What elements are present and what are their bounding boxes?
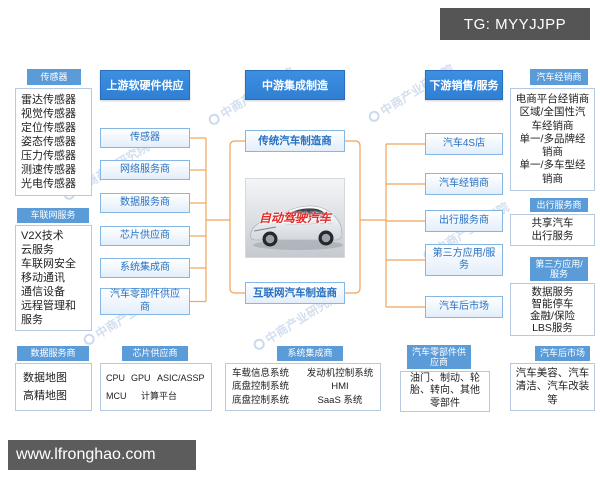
upstream-item-data: 数据服务商	[100, 193, 190, 213]
system-item: HMI	[331, 381, 349, 393]
iov-panel: V2X技术 云服务 车联网安全 移动通讯 通信设备 远程管理和 服务	[15, 225, 92, 331]
sensors-panel: 雷达传感器 视觉传感器 定位传感器 姿态传感器 压力传感器 测速传感器 光电传感…	[15, 88, 92, 196]
data-panel: 数据地图 高精地图	[15, 363, 92, 411]
upstream-connectors	[190, 137, 245, 303]
parts-text: 油门、制动、轮 胎、转向、其他 零部件	[410, 372, 480, 409]
sensor-item: 视觉传感器	[21, 108, 76, 120]
sensor-item: 雷达传感器	[21, 94, 76, 106]
dealer-item: 电商平台经销商	[515, 92, 590, 105]
mobility-panel: 共享汽车 出行服务	[510, 214, 595, 246]
system-item: 车载信息系统	[232, 367, 290, 379]
downstream-item-mobility: 出行服务商	[425, 210, 503, 232]
third-party-panel-title: 第三方应用/ 服务	[530, 257, 588, 281]
iov-item: 车联网安全	[21, 258, 76, 270]
tag-label: TG: MYYJJPP	[440, 8, 590, 40]
downstream-header: 下游销售/服务	[425, 70, 503, 100]
third-party-item: 数据服务	[531, 285, 574, 298]
third-party-item: LBS服务	[532, 321, 573, 334]
downstream-item-third-party: 第三方应用/服 务	[425, 244, 503, 276]
dealers-panel-title: 汽车经销商	[530, 69, 588, 85]
aftermarket-panel-title: 汽车后市场	[535, 346, 590, 361]
sensor-item: 测速传感器	[21, 164, 76, 176]
chip-item: ASIC/ASSP	[157, 373, 205, 383]
data-panel-title: 数据服务商	[17, 346, 89, 361]
third-party-panel: 数据服务 智能停车 金融/保险 LBS服务	[510, 283, 595, 336]
upstream-item-network: 网络服务商	[100, 160, 190, 180]
parts-panel-title: 汽车零部件供 应商	[407, 345, 471, 369]
sensor-item: 压力传感器	[21, 150, 76, 162]
connector-bracket	[345, 140, 361, 294]
system-grid: 车载信息系统 发动机控制系统 底盘控制系统 HMI 底盘控制系统 SaaS 系统	[226, 367, 380, 408]
dealer-item: 单一/多品牌经 销商	[519, 132, 586, 159]
third-party-item: 智能停车	[531, 297, 574, 310]
downstream-item-4s: 汽车4S店	[425, 133, 503, 155]
upstream-item-sensors: 传感器	[100, 128, 190, 148]
website-label: www.lfronghao.com	[8, 440, 196, 470]
system-item: 底盘控制系统	[232, 381, 290, 393]
chip-item: MCU	[106, 391, 127, 401]
upstream-item-system: 系统集成商	[100, 258, 190, 278]
data-item: 高精地图	[23, 390, 67, 402]
sensor-item: 光电传感器	[21, 178, 76, 190]
chip-item: GPU	[131, 373, 151, 383]
upstream-item-parts: 汽车零部件供应 商	[100, 288, 190, 315]
system-panel: 车载信息系统 发动机控制系统 底盘控制系统 HMI 底盘控制系统 SaaS 系统	[225, 363, 381, 411]
midstream-header: 中游集成制造	[245, 70, 345, 100]
iov-item: 云服务	[21, 244, 54, 256]
downstream-item-aftermarket: 汽车后市场	[425, 296, 503, 318]
system-item: 发动机控制系统	[306, 367, 374, 379]
downstream-connectors	[345, 140, 425, 308]
car-wheel	[262, 231, 278, 247]
car-illustration	[246, 179, 344, 257]
chip-panel-title: 芯片供应商	[122, 346, 188, 361]
iov-item: 移动通讯	[21, 272, 65, 284]
internet-automaker: 互联网汽车制造商	[245, 282, 345, 304]
iov-item: 通信设备	[21, 286, 65, 298]
system-panel-title: 系统集成商	[277, 346, 343, 361]
downstream-item-dealers: 汽车经销商	[425, 173, 503, 195]
chip-item: CPU	[106, 373, 126, 383]
mobility-item: 出行服务	[531, 230, 574, 242]
aftermarket-text: 汽车美容、汽车 清洁、汽车改装 等	[515, 366, 590, 406]
upstream-header: 上游软硬件供应	[100, 70, 190, 100]
parts-panel: 油门、制动、轮 胎、转向、其他 零部件	[400, 371, 490, 412]
iov-item: V2X技术	[21, 230, 64, 242]
dealers-panel: 电商平台经销商 区域/全国性汽 车经销商 单一/多品牌经 销商 单一/多车型经 …	[510, 88, 595, 191]
sensor-item: 定位传感器	[21, 122, 76, 134]
connector-bracket	[229, 140, 245, 294]
car-wheel	[318, 230, 334, 246]
car-image: 自动驾驶汽车	[245, 178, 345, 258]
chip-grid: CPU GPU ASIC/ASSP MCU 计算平台	[101, 372, 211, 402]
upstream-item-chips: 芯片供应商	[100, 226, 190, 246]
chip-item: 计算平台	[141, 391, 178, 401]
mobility-item: 共享汽车	[531, 216, 574, 229]
dealer-item: 单一/多车型经 销商	[519, 159, 586, 185]
car-image-caption: 自动驾驶汽车	[258, 211, 331, 225]
car-windshield	[283, 208, 329, 219]
sensors-panel-title: 传感器	[27, 69, 81, 85]
system-item: 底盘控制系统	[232, 394, 290, 406]
aftermarket-panel: 汽车美容、汽车 清洁、汽车改装 等	[510, 363, 595, 411]
dealer-item: 区域/全国性汽 车经销商	[519, 106, 586, 132]
chip-panel: CPU GPU ASIC/ASSP MCU 计算平台	[100, 363, 212, 411]
traditional-automaker: 传统汽车制造商	[245, 130, 345, 152]
mobility-panel-title: 出行服务商	[530, 198, 588, 212]
system-item: SaaS 系统	[317, 394, 363, 406]
sensor-item: 姿态传感器	[21, 136, 76, 148]
iov-item: 远程管理和 服务	[21, 300, 76, 326]
third-party-item: 金融/保险	[530, 309, 575, 322]
data-item: 数据地图	[23, 372, 67, 384]
iov-panel-title: 车联网服务	[17, 208, 89, 223]
